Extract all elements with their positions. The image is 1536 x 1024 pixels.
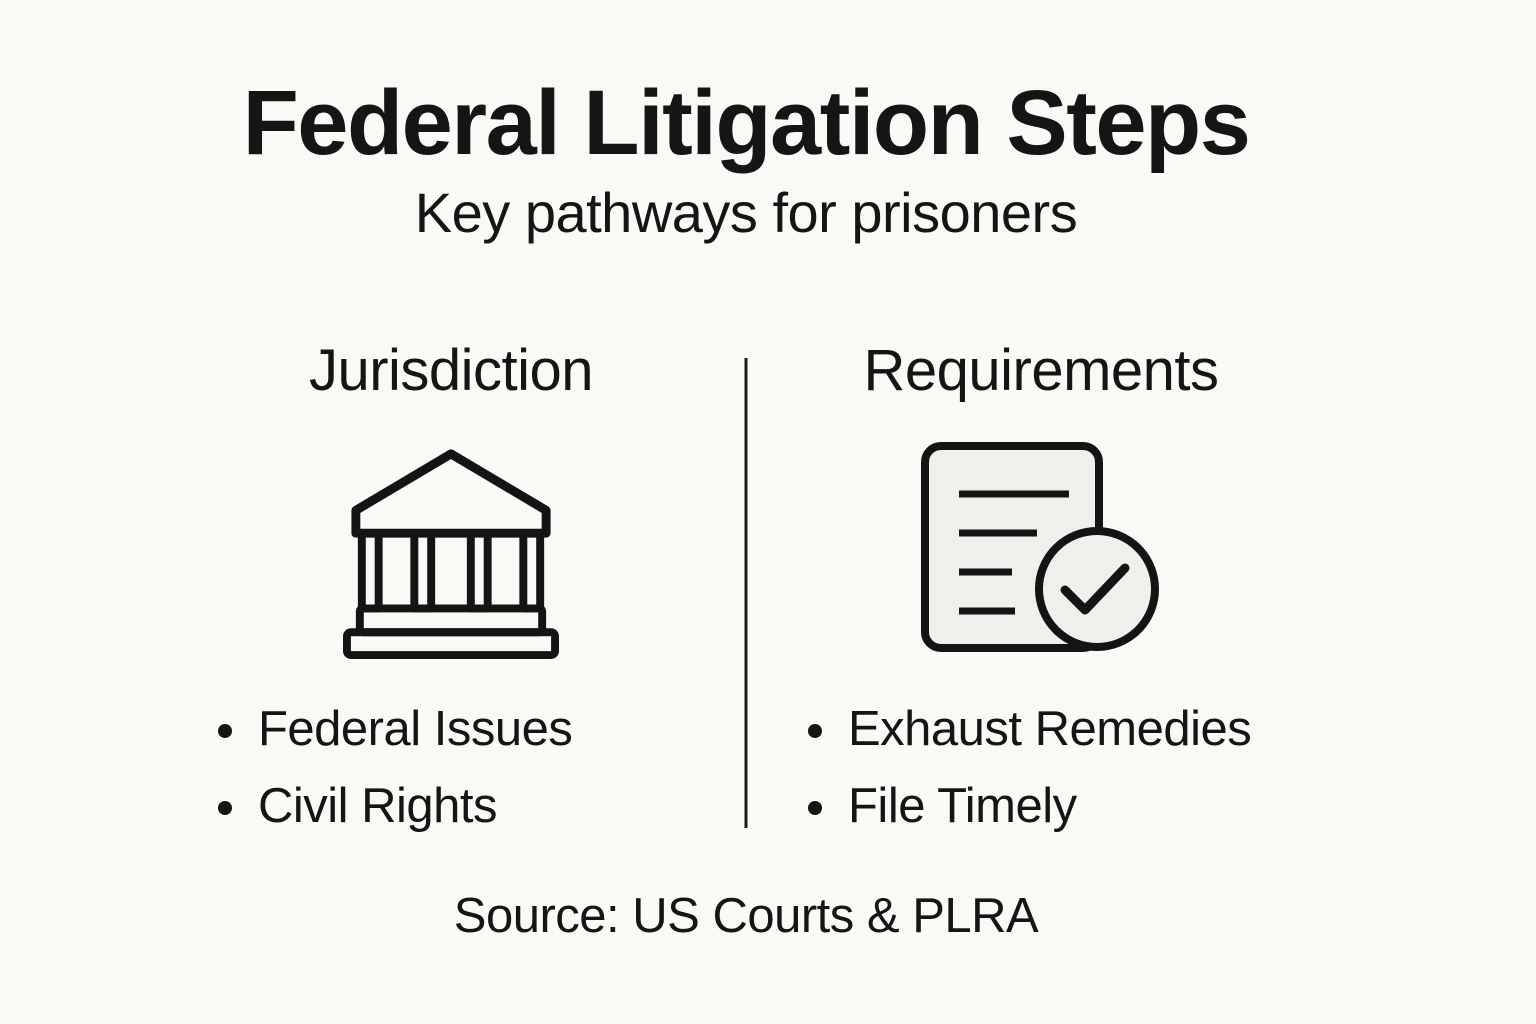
jurisdiction-bullet-list: Federal Issues Civil Rights xyxy=(218,690,573,844)
source-caption: Source: US Courts & PLRA xyxy=(453,889,1039,944)
list-item: Federal Issues xyxy=(218,690,573,767)
courthouse-icon xyxy=(342,442,560,660)
jurisdiction-heading: Jurisdiction xyxy=(308,337,594,403)
bullet-dot xyxy=(218,724,232,739)
list-item: Civil Rights xyxy=(218,767,572,844)
page-title: Federal Litigation Steps xyxy=(242,72,1251,174)
page-subtitle: Key pathways for prisoners xyxy=(414,181,1078,245)
bullet-label: Civil Rights xyxy=(258,778,498,833)
columns-section: Jurisdiction Federal Iss xyxy=(156,338,1336,845)
content-container: Federal Litigation Steps Key pathways fo… xyxy=(156,0,1336,944)
bullet-dot xyxy=(808,724,822,739)
requirements-heading: Requirements xyxy=(863,337,1219,403)
column-divider xyxy=(744,357,748,828)
bullet-label: File Timely xyxy=(848,778,1077,833)
column-requirements: Requirements Exhaust Rem xyxy=(746,338,1336,845)
list-item: Exhaust Remedies xyxy=(808,690,1252,767)
requirements-bullet-list: Exhaust Remedies File Timely xyxy=(808,690,1252,844)
column-jurisdiction: Jurisdiction Federal Iss xyxy=(156,338,746,845)
bullet-dot xyxy=(218,801,232,816)
document-check-icon xyxy=(921,442,1161,660)
bullet-label: Exhaust Remedies xyxy=(848,701,1252,756)
list-item: File Timely xyxy=(808,767,1251,844)
bullet-dot xyxy=(808,801,822,816)
bullet-label: Federal Issues xyxy=(258,701,573,756)
